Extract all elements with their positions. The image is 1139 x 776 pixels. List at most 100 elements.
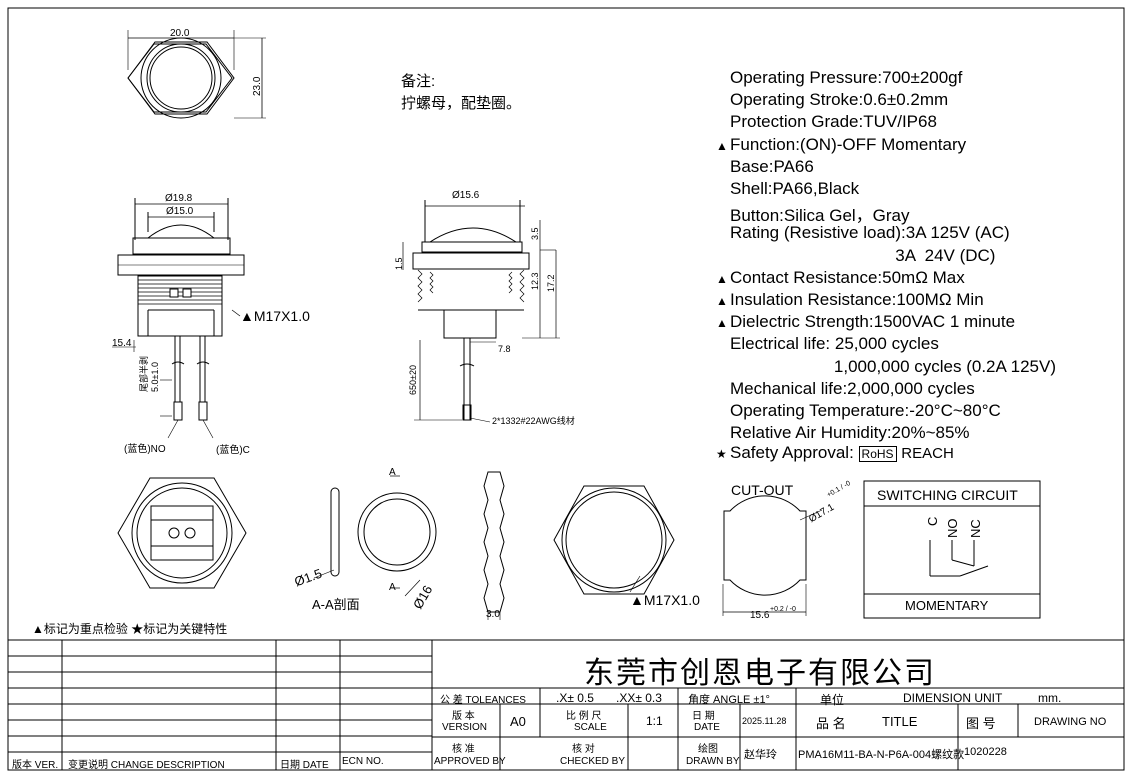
dim-d156: Ø15.6 xyxy=(452,190,480,201)
rev-ver: 版本 VER. xyxy=(12,760,59,771)
spec-line: ▲Contact Resistance:50mΩ Max xyxy=(716,268,965,288)
notes-title: 备注: xyxy=(401,73,436,90)
circuit-no: NO xyxy=(945,518,960,539)
spec-line: 1,000,000 cycles (0.2A 125V) xyxy=(716,357,1056,377)
spec-text: Rating (Resistive load):3A 125V (AC) xyxy=(730,223,1010,243)
spec-text: Contact Resistance:50mΩ Max xyxy=(730,267,965,287)
approved-cn: 核 准 xyxy=(452,744,475,755)
bottom-view xyxy=(117,477,247,589)
title-block xyxy=(7,639,1125,771)
scale-value: 1:1 xyxy=(646,714,663,728)
tol-2: .XX± 0.3 xyxy=(616,691,662,705)
dim-h172: 17.2 xyxy=(546,274,556,292)
spec-text: Electrical life: 25,000 cycles xyxy=(730,334,939,354)
o-ring-section xyxy=(313,475,437,597)
triangle-mark-icon: ▲ xyxy=(716,294,728,308)
thread-label: ▲M17X1.0 xyxy=(240,308,310,324)
date-label: DATE xyxy=(694,722,720,733)
notes-text: 拧螺母，配垫圈。 xyxy=(401,95,522,112)
dim-h154: 15.4 xyxy=(112,338,132,349)
spec-line: ▲Function:(ON)-OFF Momentary xyxy=(716,135,966,155)
rev-date: 日期 DATE xyxy=(280,760,329,771)
unit-value: mm. xyxy=(1038,691,1062,705)
spec-text: Operating Pressure:700±200gf xyxy=(730,68,963,87)
spec-line: Relative Air Humidity:20%~85% xyxy=(716,423,970,443)
strip-length: 5.0±1.0 xyxy=(150,362,160,392)
rohs-mark: RoHS xyxy=(858,446,897,462)
checked-label: CHECKED BY xyxy=(560,756,626,767)
triangle-mark-icon: ▲ xyxy=(716,138,728,153)
spec-line: ▲Dielectric Strength:1500VAC 1 minute xyxy=(716,312,1015,332)
dim-h35: 3.5 xyxy=(530,227,540,240)
circuit-c: C xyxy=(925,516,940,526)
title-cn: 品 名 xyxy=(816,716,846,731)
checked-cn: 核 对 xyxy=(572,744,595,755)
section-view xyxy=(402,200,560,423)
section-mark-top: A xyxy=(389,467,396,478)
front-view xyxy=(112,198,245,439)
drawing-cn: 图 号 xyxy=(966,716,996,731)
cutout-width: 15.6 xyxy=(750,610,770,621)
spec-text: Base:PA66 xyxy=(730,156,814,176)
spec-line: Shell:PA66,Black xyxy=(716,179,859,199)
spec-text: Dielectric Strength:1500VAC 1 minute xyxy=(730,312,1016,332)
spec-line: Base:PA66 xyxy=(716,157,814,177)
section-mark-bottom: A xyxy=(389,582,396,593)
spec-text: Shell:PA66,Black xyxy=(730,179,860,198)
wire-note: 2*1332#22AWG线材 xyxy=(492,416,575,426)
tol-label: 公 差 TOLEANCES xyxy=(440,695,526,706)
spec-text: Operating Stroke:0.6±0.2mm xyxy=(730,90,949,110)
spec-text: 3A 24V (DC) xyxy=(730,245,996,265)
spec-line: Operating Temperature:-20°C~80°C xyxy=(716,401,1001,421)
spec-text: 1,000,000 cycles (0.2A 125V) xyxy=(730,356,1056,376)
spec-line: Operating Stroke:0.6±0.2mm xyxy=(716,90,948,110)
spec-line: Operating Pressure:700±200gf xyxy=(716,68,962,88)
version-cn: 版 本 xyxy=(452,711,475,722)
spec-text: Mechanical life:2,000,000 cycles xyxy=(730,378,975,398)
spec-line: Electrical life: 25,000 cycles xyxy=(716,334,939,354)
title-label: TITLE xyxy=(882,714,918,729)
spec-line: Button:Silica Gel，Gray xyxy=(716,201,910,226)
no-wire-label: (蓝色)NO xyxy=(124,444,166,455)
dim-w78: 7.8 xyxy=(498,344,511,354)
dim-d150: Ø15.0 xyxy=(166,206,194,217)
date-cn: 日 期 xyxy=(692,711,715,722)
drawing-number: 1020228 xyxy=(964,746,1007,758)
dim-top-width: 20.0 xyxy=(170,28,190,39)
cutout-title: CUT-OUT xyxy=(731,482,794,498)
unit: DIMENSION UNIT xyxy=(903,691,1003,705)
spec-text: Function:(ON)-OFF Momentary xyxy=(730,134,967,154)
nut-top-view xyxy=(553,485,675,595)
dim-top-height: 23.0 xyxy=(252,76,263,96)
spec-text: Relative Air Humidity:20%~85% xyxy=(730,423,970,443)
dim-wire-length: 650±20 xyxy=(408,365,418,395)
cut-out-shape xyxy=(722,495,823,616)
star-icon: ★ xyxy=(716,447,727,461)
spec-line: ▲Insulation Resistance:100MΩ Min xyxy=(716,290,984,310)
c-wire-label: (蓝色)C xyxy=(216,445,250,456)
dim-d198: Ø19.8 xyxy=(165,193,193,204)
drawing-label: DRAWING NO xyxy=(1034,716,1107,728)
company-name: 东莞市创恩电子有限公司 xyxy=(584,657,936,690)
spec-text: Operating Temperature:-20°C~80°C xyxy=(730,401,1001,420)
circuit-title: SWITCHING CIRCUIT xyxy=(877,487,1018,503)
unit-cn: 单位 xyxy=(820,693,845,707)
cutout-width-tol: +0.2 / -0 xyxy=(770,606,796,613)
version-label: VERSION xyxy=(442,722,488,733)
legend: ▲标记为重点检验 ★标记为关键特性 xyxy=(32,622,228,636)
rev-ecn: ECN NO. xyxy=(342,756,384,767)
triangle-mark-icon: ▲ xyxy=(716,271,728,286)
approved-label: APPROVED BY xyxy=(434,756,506,767)
drawn-label: DRAWN BY xyxy=(686,756,740,767)
spec-line: Rating (Resistive load):3A 125V (AC) xyxy=(716,223,1010,243)
version-value: A0 xyxy=(510,714,526,729)
switching-circuit-box xyxy=(863,480,1041,619)
circuit-nc: NC xyxy=(968,519,983,538)
spec-text: Insulation Resistance:100MΩ Min xyxy=(730,290,984,309)
safety-approval: ★Safety Approval: RoHS REACH xyxy=(716,443,954,463)
circuit-footer: MOMENTARY xyxy=(905,598,989,613)
triangle-mark-icon: ▲ xyxy=(716,316,728,331)
reach-mark: REACH xyxy=(901,445,954,462)
dim-w30: 3.0 xyxy=(486,609,500,620)
